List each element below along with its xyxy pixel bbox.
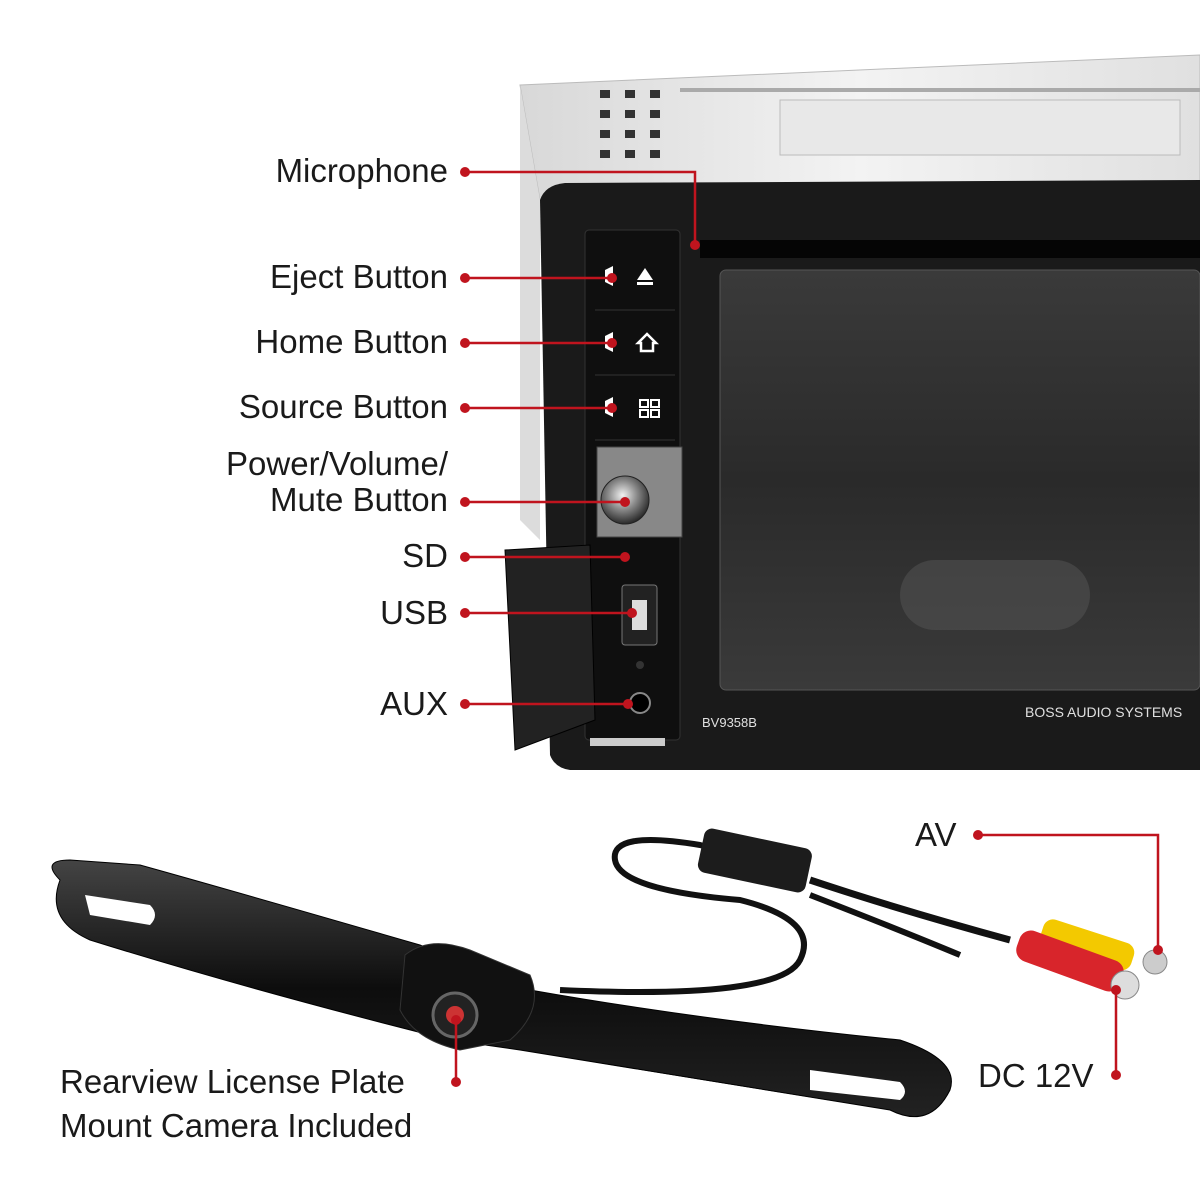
label-camera-line1: Rearview License Plate: [60, 1063, 405, 1100]
label-sd: SD: [402, 537, 448, 574]
brand-name: BOSS AUDIO SYSTEMS: [1025, 704, 1182, 720]
eject-icon: [637, 268, 653, 285]
label-source-button: Source Button: [238, 388, 448, 425]
callout-lines: [454, 170, 1160, 1082]
head-unit: [504, 54, 1200, 770]
label-camera: Rearview License Plate Mount Camera Incl…: [60, 1064, 412, 1144]
home-icon: [634, 332, 660, 353]
aux-port: [629, 692, 651, 714]
label-usb: USB: [380, 594, 448, 631]
label-camera-line2: Mount Camera Included: [60, 1107, 413, 1144]
model-number: BV9358B: [702, 715, 757, 730]
label-home-button: Home Button: [255, 323, 448, 360]
dc-connector: [1016, 930, 1124, 992]
label-aux: AUX: [380, 685, 448, 722]
label-microphone: Microphone: [275, 152, 448, 189]
source-icon: [639, 399, 660, 418]
label-dc-12v: DC 12V: [978, 1057, 1094, 1094]
label-eject-button: Eject Button: [270, 258, 448, 295]
vent-slots: [600, 88, 1200, 158]
label-power-line2: Mute Button: [270, 481, 448, 518]
callout-dots: [451, 167, 1163, 1087]
label-av: AV: [915, 816, 957, 853]
rearview-camera: [51, 828, 1168, 1118]
label-power-button: Power/Volume/ Mute Button: [226, 446, 448, 518]
av-connector: [1040, 919, 1135, 971]
label-power-line1: Power/Volume/: [226, 445, 448, 482]
